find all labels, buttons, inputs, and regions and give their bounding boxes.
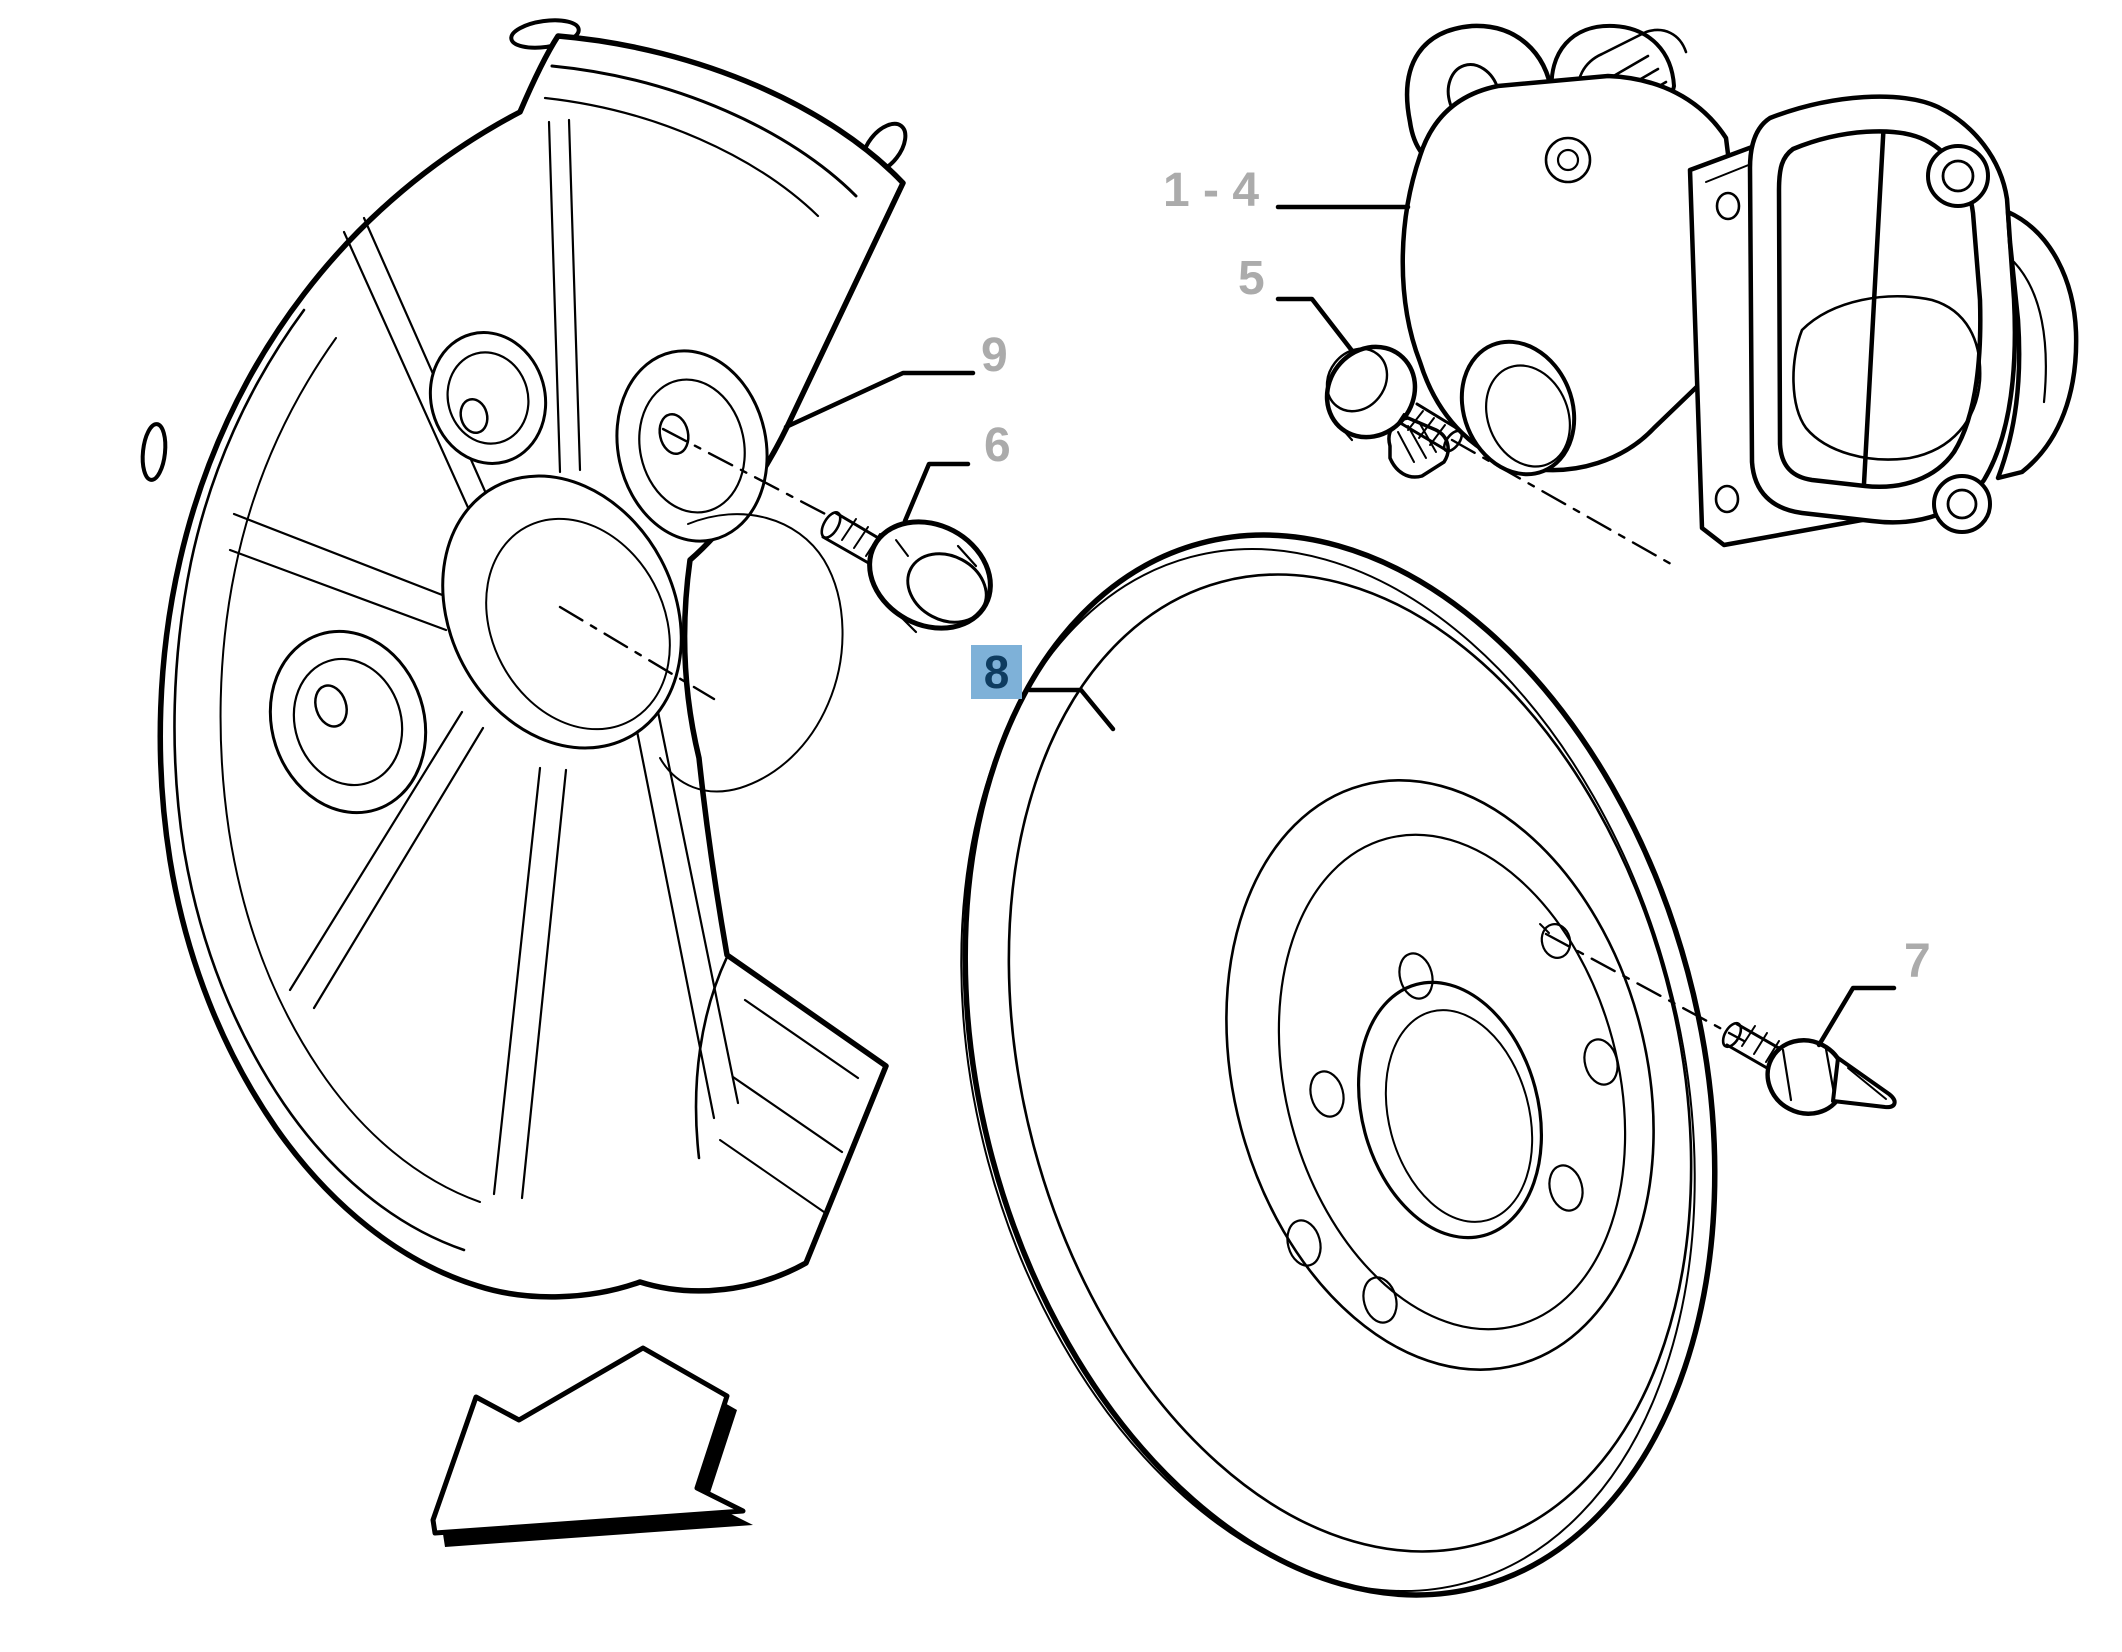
leader-5 [1275,296,1356,355]
brake-caliper-assembly [1387,23,2079,548]
callout-8-highlighted[interactable]: 8 [971,645,1022,699]
brake-splash-shield [140,18,908,1300]
callout-6[interactable]: 6 [984,419,1011,472]
callout-1-4[interactable]: 1 - 4 [1163,164,1260,217]
caliper-guide-bolt [1324,344,1464,453]
splash-shield-bolt [820,511,993,634]
leader-7 [1816,985,1897,1048]
disc-set-screw [1721,1021,1897,1116]
leader-6 [902,461,971,524]
callout-5[interactable]: 5 [1238,252,1265,305]
assembly-axis-lines [558,427,1746,1043]
direction-arrow [430,1345,753,1547]
leader-8 [1027,687,1116,732]
callout-leader-lines [783,204,1897,1048]
callout-7[interactable]: 7 [1904,935,1931,988]
leader-9 [783,370,976,430]
callout-9[interactable]: 9 [981,329,1008,382]
brake-disc [960,532,1718,1598]
